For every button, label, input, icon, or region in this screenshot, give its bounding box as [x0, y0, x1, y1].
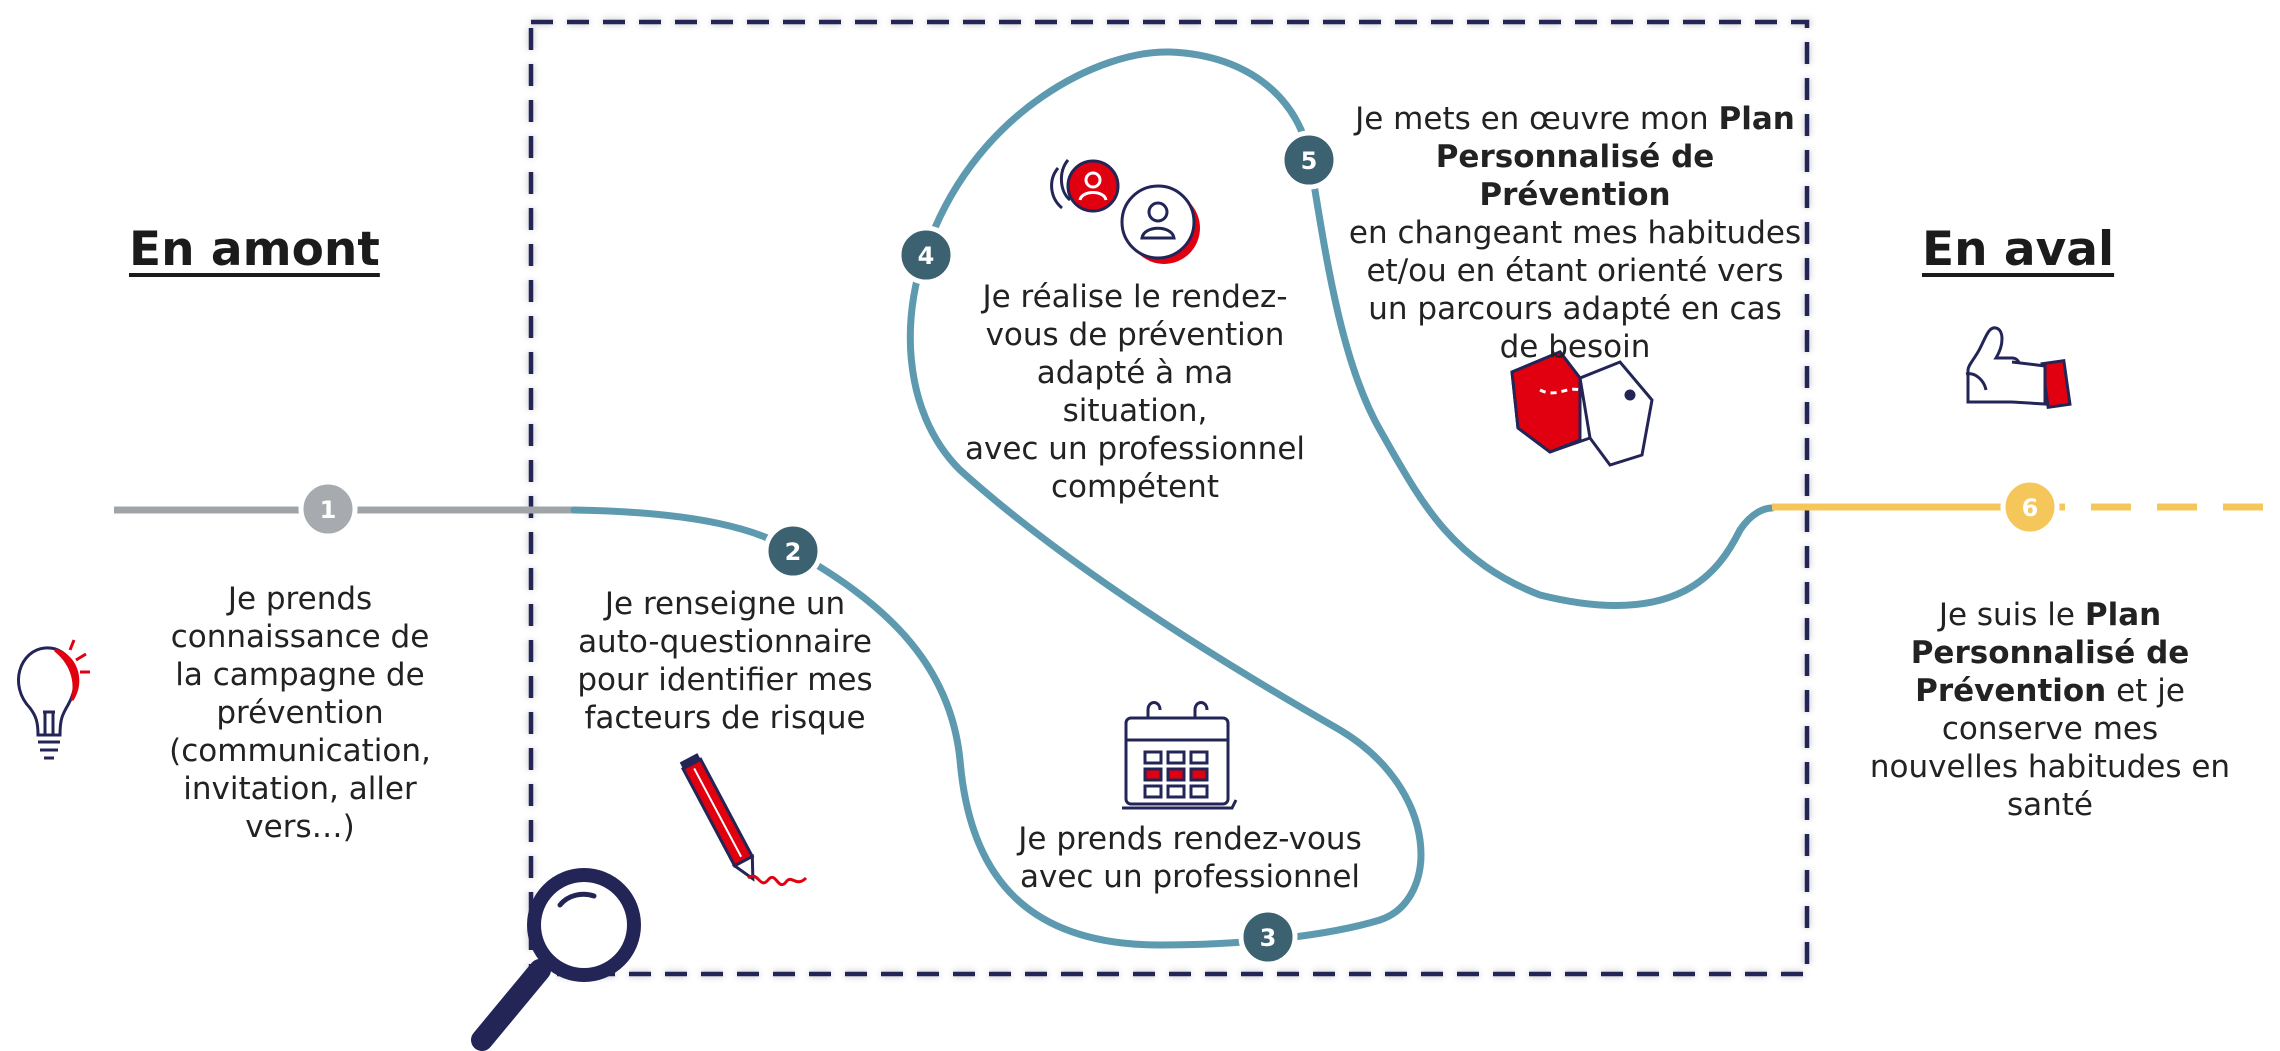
step-badge-3: 3	[1238, 907, 1298, 967]
text-fragment: Je prends	[227, 581, 373, 617]
calendar-icon	[1122, 701, 1238, 810]
step-5-line: et/ou en étant orienté vers	[1345, 252, 1805, 290]
step-1-line: vers…)	[140, 808, 460, 846]
text-fragment: conserve mes	[1941, 711, 2159, 747]
text-fragment: Je prends rendez-vous	[1018, 821, 1362, 857]
step-4-line: compétent	[960, 468, 1310, 506]
text-fragment: vous de prévention	[985, 317, 1285, 353]
step-2-line: pour identifier mes	[570, 661, 880, 699]
bold-text: Plan	[2084, 597, 2162, 633]
bold-text: Personnalisé de	[1910, 635, 2190, 671]
step-3-line: Je prends rendez-vous	[1010, 820, 1370, 858]
step-2-line: Je renseigne un	[570, 585, 880, 623]
text-fragment: et je	[2106, 673, 2185, 709]
upstream-heading: En amont	[129, 222, 380, 277]
text-fragment: invitation, aller	[183, 771, 417, 807]
text-fragment: un parcours adapté en cas	[1368, 291, 1782, 327]
journey-path	[570, 48, 1776, 949]
step-4-line: vous de prévention	[960, 316, 1310, 354]
step-badge-5: 5	[1279, 130, 1339, 190]
step-5-line: Personnalisé de Prévention	[1345, 138, 1805, 214]
bold-text: Prévention	[1915, 673, 2107, 709]
text-fragment: facteurs de risque	[584, 700, 866, 736]
lightbulb-icon	[17, 639, 90, 760]
bold-text: Personnalisé de Prévention	[1435, 139, 1715, 213]
text-fragment: et/ou en étant orienté vers	[1366, 253, 1784, 289]
text-fragment: pour identifier mes	[577, 662, 873, 698]
svg-text:2: 2	[785, 538, 802, 566]
text-fragment: Je réalise le rendez-	[982, 279, 1288, 315]
pencil-icon	[679, 753, 808, 886]
step-5-line: en changeant mes habitudes	[1345, 214, 1805, 252]
dashed-frame	[528, 19, 1810, 977]
text-fragment: auto-questionnaire	[578, 624, 872, 660]
svg-text:4: 4	[918, 242, 935, 270]
downstream-heading: En aval	[1922, 222, 2115, 277]
text-fragment: de besoin	[1499, 329, 1651, 365]
step-1-line: Je prends	[140, 580, 460, 618]
step-badge-6: 6	[2000, 477, 2060, 537]
step-6-line: Personnalisé de	[1860, 634, 2240, 672]
step-badge-4: 4	[896, 225, 956, 285]
step-2-line: auto-questionnaire	[570, 623, 880, 661]
step-4-line: avec un professionnel	[960, 430, 1310, 468]
step-1-line: (communication,	[140, 732, 460, 770]
step-6-line: Je suis le Plan	[1860, 596, 2240, 634]
step-3-line: avec un professionnel	[1010, 858, 1370, 896]
step-6-line: santé	[1860, 786, 2240, 824]
step-badge-1: 1	[298, 479, 358, 539]
people-talking-icon	[1050, 159, 1200, 264]
step-1-line: prévention	[140, 694, 460, 732]
text-fragment: compétent	[1051, 469, 1219, 505]
text-fragment: prévention	[216, 695, 384, 731]
step-6-line: Prévention et je	[1860, 672, 2240, 710]
step-1-line: invitation, aller	[140, 770, 460, 808]
step-6-line: conserve mes	[1860, 710, 2240, 748]
svg-text:6: 6	[2022, 494, 2039, 522]
text-fragment: vers…)	[245, 809, 355, 845]
text-fragment: avec un professionnel	[964, 431, 1306, 467]
text-fragment: Je mets en œuvre mon	[1355, 101, 1719, 137]
thumbs-up-icon	[1965, 326, 2072, 410]
text-fragment: Je renseigne un	[604, 586, 846, 622]
svg-text:3: 3	[1260, 924, 1277, 952]
magnifier-icon	[471, 868, 641, 1051]
text-fragment: santé	[2006, 787, 2094, 823]
step-2-line: facteurs de risque	[570, 699, 880, 737]
step-6-line: nouvelles habitudes en	[1860, 748, 2240, 786]
step-4-line: Je réalise le rendez-	[960, 278, 1310, 316]
text-fragment: la campagne de	[175, 657, 425, 693]
text-fragment: Je suis le	[1938, 597, 2085, 633]
text-fragment: adapté à ma situation,	[1036, 355, 1234, 429]
step-1-line: la campagne de	[140, 656, 460, 694]
bold-text: Plan	[1718, 101, 1795, 137]
svg-text:1: 1	[320, 496, 337, 524]
text-fragment: avec un professionnel	[1019, 859, 1361, 895]
step-badge-2: 2	[763, 521, 823, 581]
map-icon	[1510, 350, 1654, 467]
step-5-line: de besoin	[1345, 328, 1805, 366]
step-5-line: Je mets en œuvre mon Plan	[1345, 100, 1805, 138]
step-5-line: un parcours adapté en cas	[1345, 290, 1805, 328]
step-1-line: connaissance de	[140, 618, 460, 656]
text-fragment: connaissance de	[170, 619, 430, 655]
text-fragment: (communication,	[169, 733, 431, 769]
step-4-line: adapté à ma situation,	[960, 354, 1310, 430]
svg-text:5: 5	[1301, 147, 1318, 175]
text-fragment: nouvelles habitudes en	[1869, 749, 2231, 785]
text-fragment: en changeant mes habitudes	[1348, 215, 1802, 251]
